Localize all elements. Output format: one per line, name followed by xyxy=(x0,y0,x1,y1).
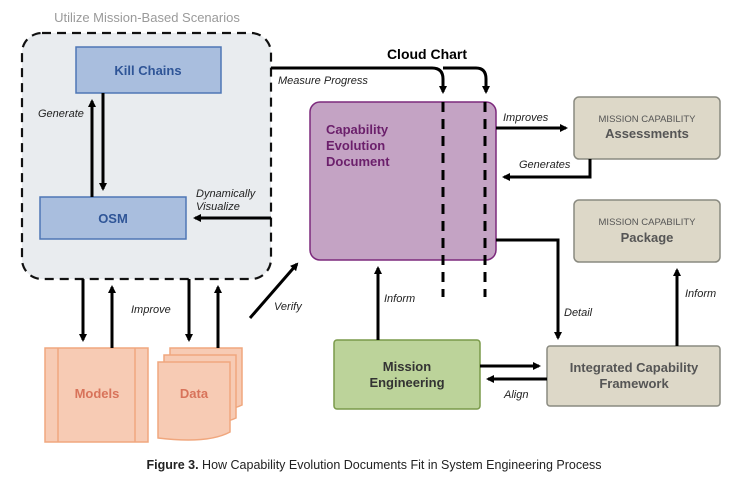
mission-engineering-box[interactable] xyxy=(333,339,481,410)
improves-label: Improves xyxy=(503,112,549,124)
ced-label-line3: Document xyxy=(326,154,390,169)
package-box[interactable] xyxy=(573,199,721,263)
detail-label: Detail xyxy=(564,307,593,319)
figure-caption-text: How Capability Evolution Documents Fit i… xyxy=(202,458,602,472)
ced-label-line2: Evolution xyxy=(326,138,385,153)
generates-label: Generates xyxy=(519,159,571,171)
capability-evolution-document-box[interactable] xyxy=(309,101,497,261)
inform-left-label: Inform xyxy=(384,293,415,305)
package-small-label: MISSION CAPABILITY xyxy=(599,217,697,228)
cloud-chart-label: Cloud Chart xyxy=(387,46,467,62)
verify-arrow xyxy=(248,262,299,319)
icf-label-line2: Framework xyxy=(599,376,669,391)
detail-arrow xyxy=(496,238,562,340)
data-sheet-front[interactable] xyxy=(157,361,231,441)
mission-engineering-label-line1: Mission xyxy=(383,359,431,374)
dynamically-label-line2: Visualize xyxy=(196,201,240,213)
generates-arrow xyxy=(502,159,592,181)
kill-chains-box[interactable] xyxy=(75,46,222,94)
measure-progress-arrow-2 xyxy=(443,66,490,94)
assessments-small-label: MISSION CAPABILITY xyxy=(599,114,697,125)
osm-box[interactable] xyxy=(39,196,187,240)
models-label: Models xyxy=(75,386,120,401)
verify-label: Verify xyxy=(274,301,303,313)
inform-right-label: Inform xyxy=(685,288,716,300)
generate-label: Generate xyxy=(38,108,84,120)
measure-progress-label: Measure Progress xyxy=(278,75,368,87)
assessments-box[interactable] xyxy=(573,96,721,160)
figure-caption-label: Figure 3. xyxy=(146,458,199,472)
align-label: Align xyxy=(503,389,528,401)
improve-label: Improve xyxy=(131,304,171,316)
figure-caption: Figure 3. How Capability Evolution Docum… xyxy=(0,458,748,472)
mission-engineering-label-line2: Engineering xyxy=(369,375,444,390)
package-label: Package xyxy=(621,230,674,245)
scenario-panel-title: Utilize Mission-Based Scenarios xyxy=(54,10,240,25)
integrated-capability-framework-box[interactable] xyxy=(546,345,721,407)
ced-label-line1: Capability xyxy=(326,122,389,137)
dynamically-label-line1: Dynamically xyxy=(196,188,257,200)
kill-chains-label: Kill Chains xyxy=(114,63,181,78)
measure-progress-arrow-1 xyxy=(271,66,447,94)
osm-label: OSM xyxy=(98,211,128,226)
models-box[interactable] xyxy=(44,347,149,443)
assessments-label: Assessments xyxy=(605,126,689,141)
data-label: Data xyxy=(180,386,209,401)
icf-label-line1: Integrated Capability xyxy=(570,360,699,375)
